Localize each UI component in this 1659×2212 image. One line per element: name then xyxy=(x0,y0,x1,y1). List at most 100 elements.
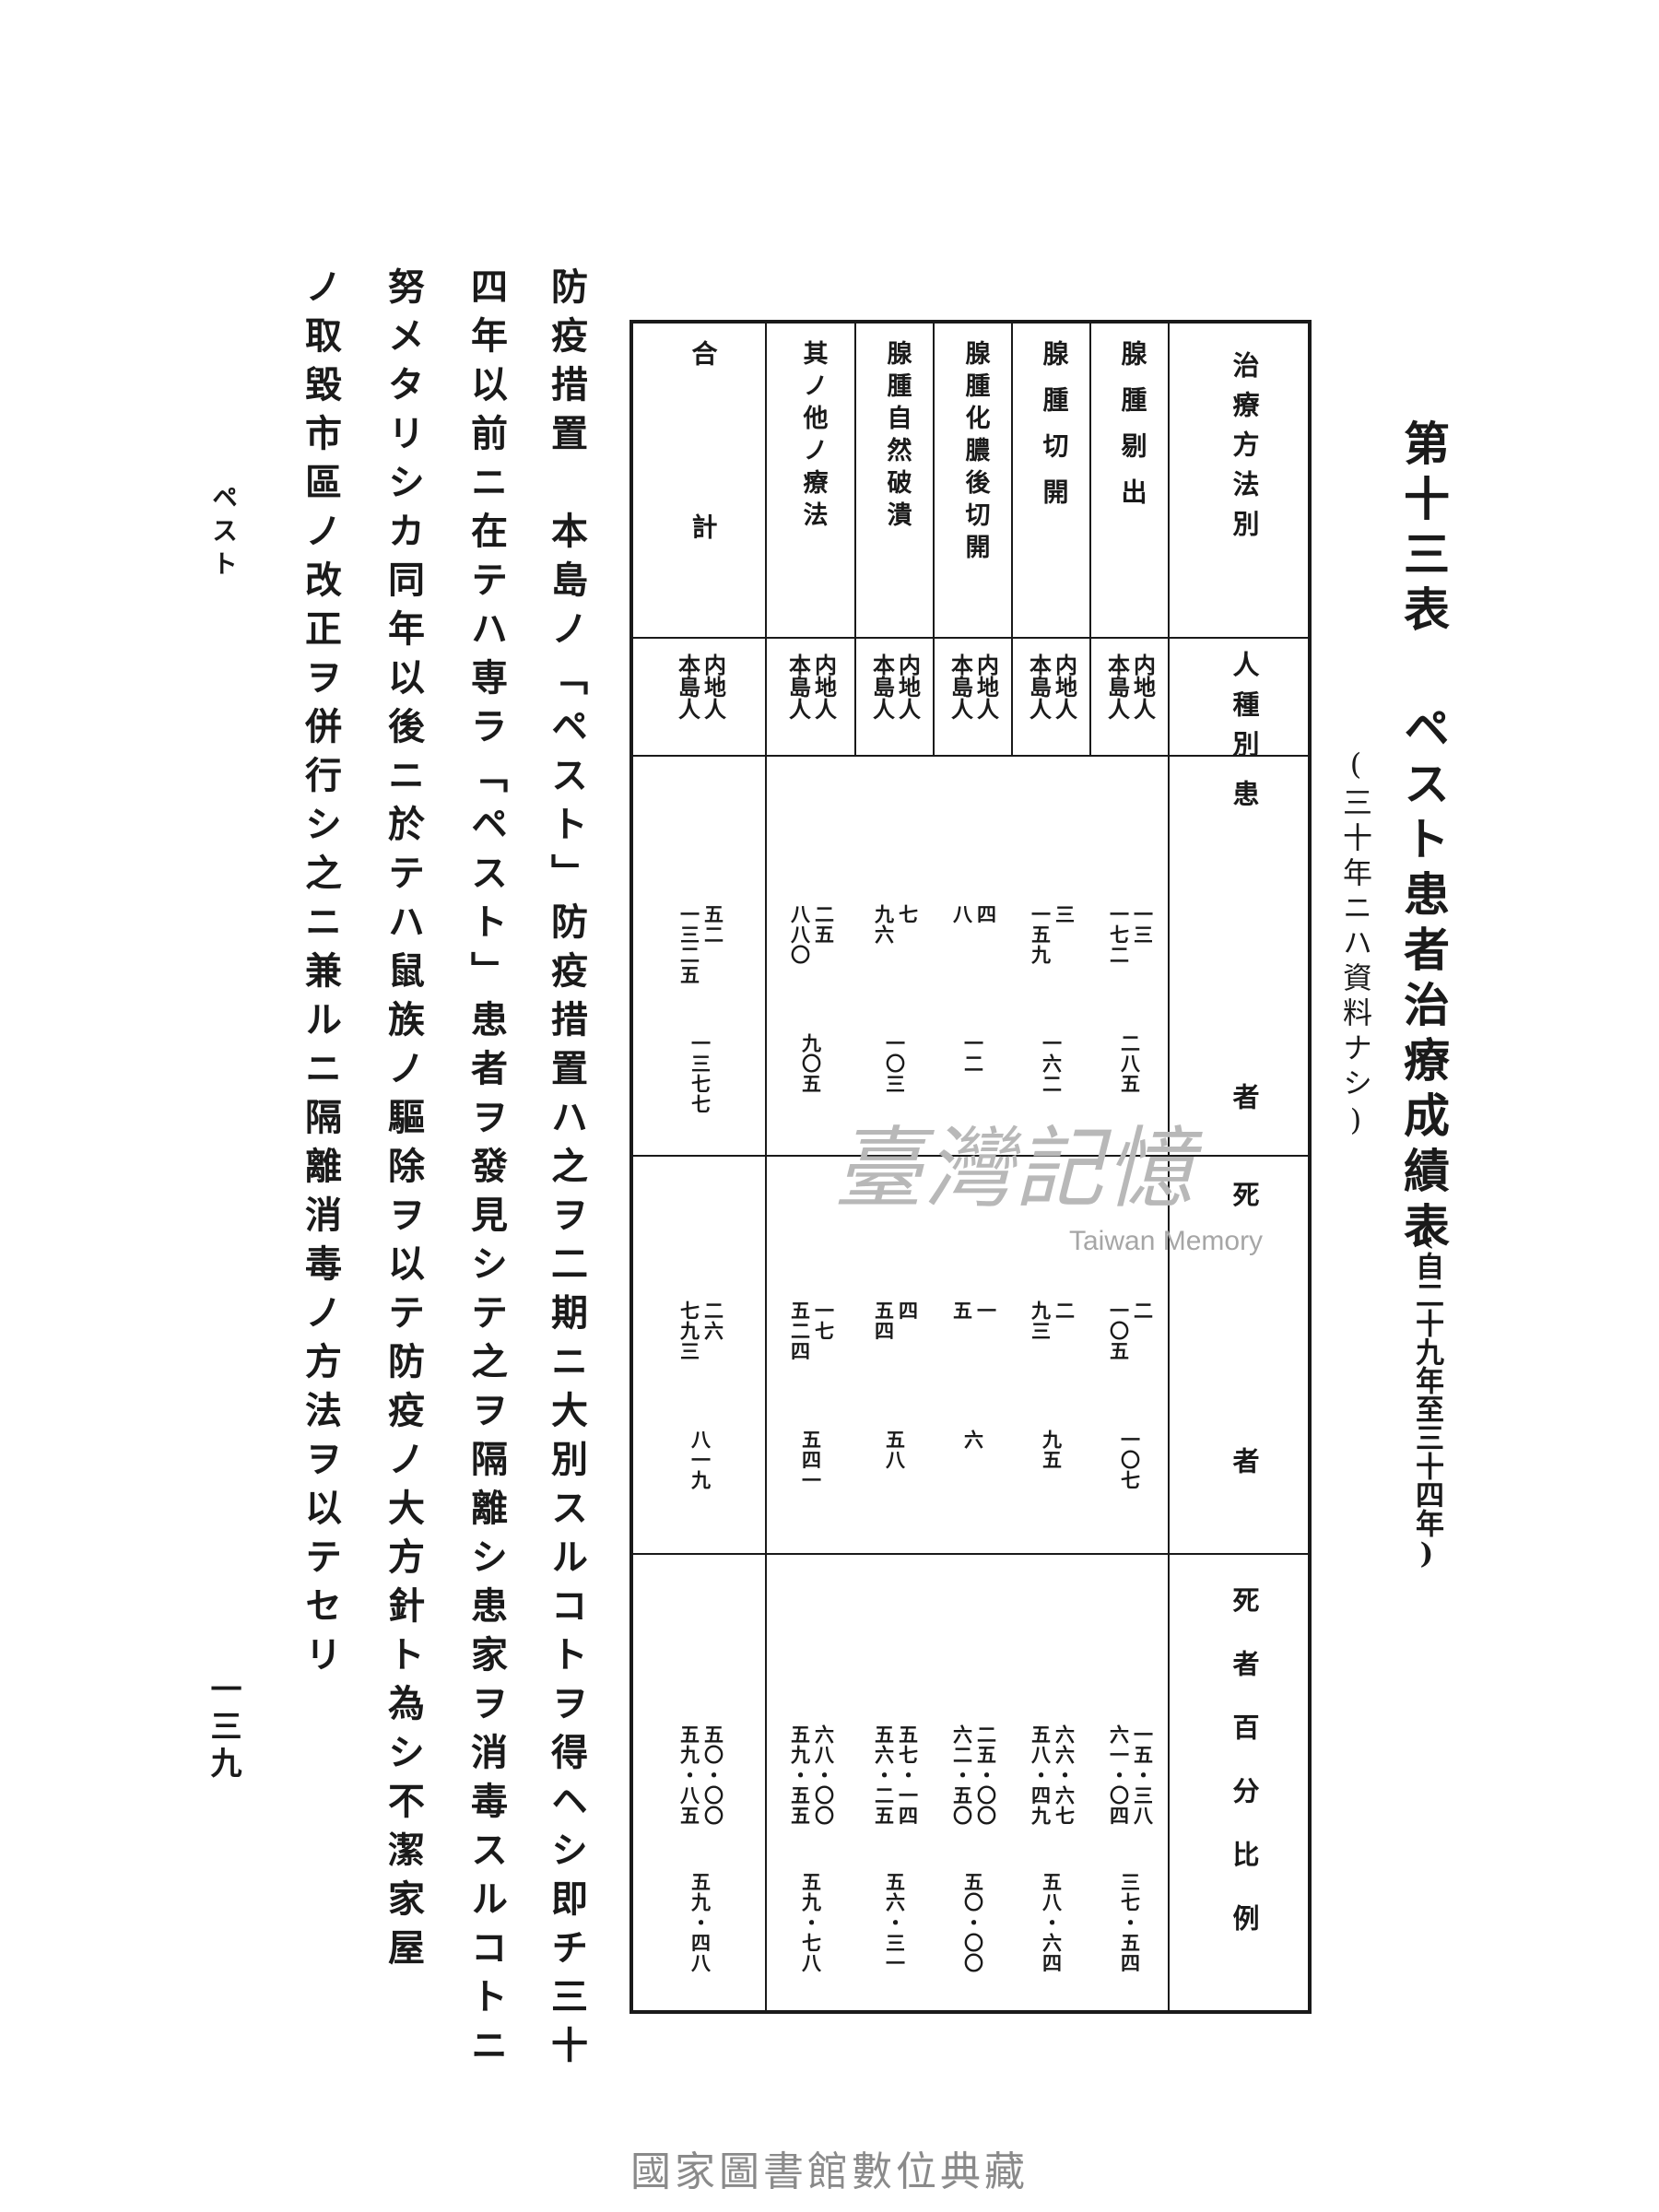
patients-inland: 三 xyxy=(1053,904,1077,924)
paragraph-4: ノ取毀市區ノ改正ヲ併行シ之ニ兼ルニ隔離消毒ノ方法ヲ以テセリ xyxy=(299,267,342,1684)
race-label-inland: 内地人 xyxy=(1129,653,1157,720)
table-divider xyxy=(633,1155,1308,1157)
patients-total: 九〇五 xyxy=(799,1033,823,1094)
deaths-total: 六 xyxy=(961,1430,985,1450)
rate-inland: 五七・一四 xyxy=(896,1724,920,1826)
table-divider xyxy=(633,755,1308,757)
rate-island: 六二・五〇 xyxy=(950,1724,974,1826)
rate-island: 五九・五五 xyxy=(788,1724,812,1826)
race-label-island: 本島人 xyxy=(947,653,974,720)
rate-inland: 六八・〇〇 xyxy=(812,1724,836,1826)
rate-inland: 六六・六七 xyxy=(1053,1724,1077,1826)
deaths-inland: 二 xyxy=(1053,1300,1077,1321)
race-label-inland: 内地人 xyxy=(894,653,922,720)
patients-island: 一五九 xyxy=(1029,904,1053,965)
patients-total: 一三七七 xyxy=(688,1033,712,1114)
table-divider xyxy=(1011,324,1013,755)
patients-island: 九六 xyxy=(872,904,896,945)
rate-total: 五〇・〇〇 xyxy=(961,1872,985,1973)
watermark-subtext: Taiwan Memory xyxy=(1069,1226,1264,1256)
paragraph-3: 努メタリシカ同年以後ニ於テハ鼠族ノ驅除ヲ以テ防疫ノ大方針ト為シ不潔家屋 xyxy=(382,267,425,1977)
patients-total: 二八五 xyxy=(1118,1033,1142,1094)
patients-island: 八八〇 xyxy=(788,904,812,965)
table-divider xyxy=(765,324,767,2010)
deaths-inland: 四 xyxy=(896,1300,920,1321)
deaths-inland: 一七 xyxy=(812,1300,836,1341)
header-deaths: 死者 xyxy=(1229,1181,1260,1713)
rate-inland: 一五・三八 xyxy=(1131,1724,1155,1826)
deaths-island: 一〇五 xyxy=(1107,1300,1131,1361)
header-patients: 患者 xyxy=(1229,780,1260,1386)
race-label-inland: 内地人 xyxy=(700,653,727,720)
rate-total: 五九・七八 xyxy=(799,1872,823,1973)
patients-inland: 一三 xyxy=(1131,904,1155,945)
rate-island: 五八・四九 xyxy=(1029,1724,1053,1826)
treatment-method-label: 腺腫剔出 xyxy=(1117,340,1148,524)
deaths-total: 八一九 xyxy=(688,1430,712,1490)
rate-island: 六一・〇四 xyxy=(1107,1724,1131,1826)
table-divider xyxy=(854,324,856,755)
rate-total: 五六・三一 xyxy=(883,1872,907,1973)
patients-total: 一二 xyxy=(961,1033,985,1074)
race-label-island: 本島人 xyxy=(784,653,812,720)
deaths-island: 五二四 xyxy=(788,1300,812,1361)
race-label-island: 本島人 xyxy=(1103,653,1131,720)
race-label-island: 本島人 xyxy=(868,653,896,720)
race-label-island: 本島人 xyxy=(1025,653,1053,720)
footer-credit: 國家圖書館數位典藏 xyxy=(630,2148,1029,2195)
patients-inland: 五二 xyxy=(701,904,725,945)
race-label-inland: 内地人 xyxy=(810,653,838,720)
deaths-total: 五四一 xyxy=(799,1430,823,1490)
race-label-inland: 内地人 xyxy=(1051,653,1078,720)
patients-island: 一三二五 xyxy=(677,904,701,985)
rate-island: 五九・八五 xyxy=(677,1724,701,1826)
patients-total: 一六二 xyxy=(1040,1033,1064,1094)
page-number: 一三九 xyxy=(205,1673,241,1783)
deaths-island: 九三 xyxy=(1029,1300,1053,1341)
header-death-rate: 死者百分比例 xyxy=(1229,1586,1260,1968)
paragraph-2: 四年以前ニ在テハ専ラ「ペスト」患者ヲ發見シテ之ヲ隔離シ患家ヲ消毒スルコトニ xyxy=(465,267,508,2075)
patients-inland: 四 xyxy=(974,904,998,924)
rate-island: 五六・二五 xyxy=(872,1724,896,1826)
deaths-total: 一〇七 xyxy=(1118,1430,1142,1490)
header-method: 治療方法別 xyxy=(1229,351,1260,549)
watermark-text: 臺灣記憶 xyxy=(834,1117,1195,1220)
page-title: 第十三表 ペスト患者治療成績表 xyxy=(1396,419,1451,1257)
treatment-method-label: 其ノ他ノ療法 xyxy=(798,340,828,534)
deaths-island: 五四 xyxy=(872,1300,896,1341)
patients-inland: 七 xyxy=(896,904,920,924)
treatment-method-label: 腺腫化膿後切開 xyxy=(960,340,990,566)
treatment-method-label: 腺腫自然破潰 xyxy=(882,340,912,534)
deaths-total: 九五 xyxy=(1040,1430,1064,1470)
title-note: (三十年ニハ資料ナシ) xyxy=(1338,747,1373,1143)
treatment-method-label: 合計 xyxy=(688,340,719,687)
watermark-logo: 臺灣記憶 Taiwan Memory xyxy=(834,1097,1313,1281)
header-race: 人種別 xyxy=(1229,651,1260,770)
table-divider xyxy=(633,637,1308,639)
patients-island: 八 xyxy=(950,904,974,924)
table-divider xyxy=(765,324,767,755)
patients-island: 一七二 xyxy=(1107,904,1131,965)
deaths-island: 七九三 xyxy=(677,1300,701,1361)
treatment-method-label: 腺腫切開 xyxy=(1039,340,1070,524)
table-divider xyxy=(1089,324,1091,755)
rate-inland: 五〇・〇〇 xyxy=(701,1724,725,1826)
race-label-island: 本島人 xyxy=(674,653,701,720)
patients-total: 一〇三 xyxy=(883,1033,907,1094)
rate-inland: 二五・〇〇 xyxy=(974,1724,998,1826)
running-head: ペスト xyxy=(208,484,239,583)
deaths-inland: 二 xyxy=(1131,1300,1155,1321)
race-label-inland: 内地人 xyxy=(972,653,1000,720)
table-divider xyxy=(933,324,935,755)
paragraph-1: 防疫措置 本島ノ「ペスト」防疫措置ハ之ヲ二期ニ大別スルコトヲ得ヘシ即チ三十 xyxy=(545,267,588,2075)
deaths-inland: 二六 xyxy=(701,1300,725,1341)
deaths-inland: 一 xyxy=(974,1300,998,1321)
patients-inland: 二五 xyxy=(812,904,836,945)
title-period: (自二十九年至三十四年) xyxy=(1410,1218,1443,1571)
treatment-results-table: 治療方法別 人種別 患者 死者 死者百分比例 腺腫剔出内地人本島人一三一七二二八… xyxy=(629,320,1312,2014)
rate-total: 五九・四八 xyxy=(688,1872,712,1973)
rate-total: 三七・五四 xyxy=(1118,1872,1142,1973)
table-divider xyxy=(1168,324,1170,2010)
deaths-island: 五 xyxy=(950,1300,974,1321)
table-divider xyxy=(633,1553,1308,1555)
